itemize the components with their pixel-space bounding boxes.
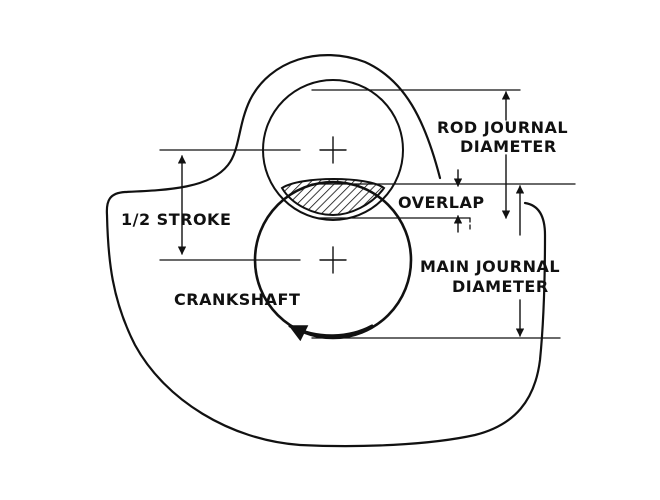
rod-journal-label-line1: ROD JOURNAL <box>437 118 568 137</box>
crankshaft-label: CRANKSHAFT <box>174 290 300 309</box>
extension-lines <box>159 89 576 339</box>
overlap-label: OVERLAP <box>398 193 485 212</box>
rod-journal-label-line2: DIAMETER <box>460 137 557 156</box>
rod-center-mark <box>319 136 347 164</box>
main-journal-label-line2: DIAMETER <box>452 277 549 296</box>
rotation-arrow <box>288 324 374 342</box>
crankshaft-web-outline <box>105 54 547 448</box>
overlap-region <box>280 178 386 217</box>
main-journal-label-line1: MAIN JOURNAL <box>420 257 560 276</box>
half-stroke-label: 1/2 STROKE <box>121 210 231 229</box>
main-center-mark <box>319 246 347 274</box>
